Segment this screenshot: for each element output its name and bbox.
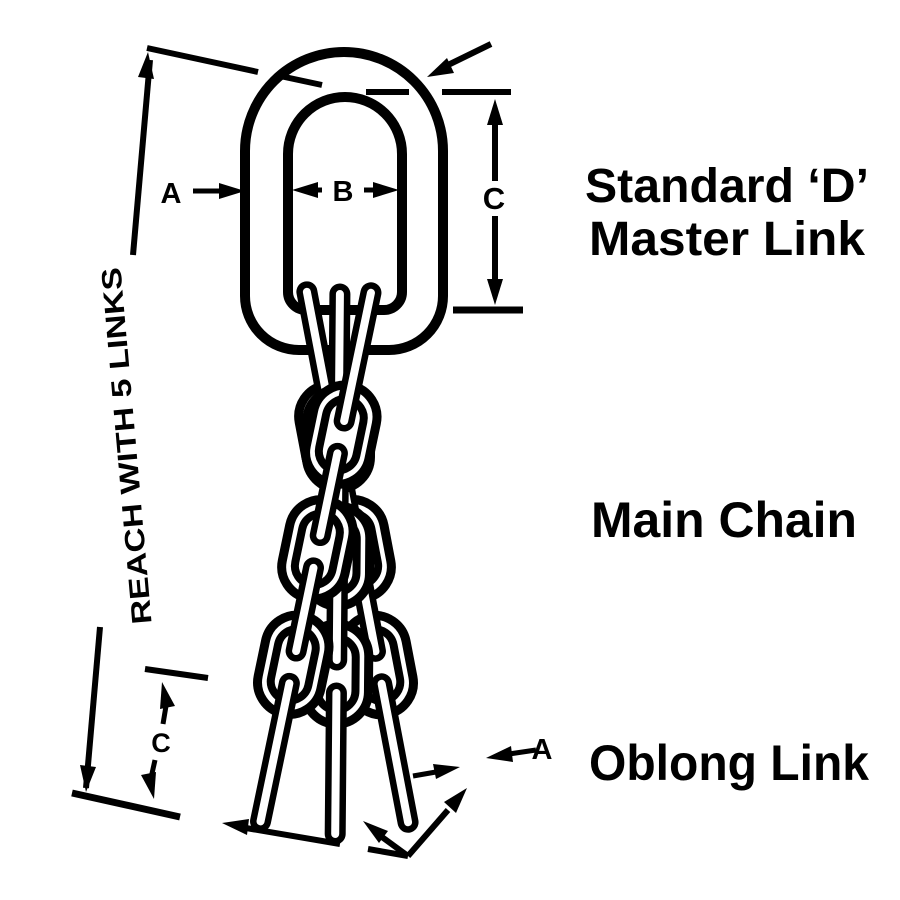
- oblong-link-callout: Oblong Link: [589, 735, 869, 791]
- reach-extension-line: [146, 45, 259, 75]
- arrowhead-icon: [433, 764, 460, 779]
- leg-end-pointer-line: [380, 834, 410, 859]
- reach-dimension-line: [83, 626, 103, 789]
- oblong-a-label: A: [532, 734, 553, 766]
- master-a-label: A: [161, 178, 182, 210]
- arrowhead-icon: [373, 182, 399, 198]
- oblong-c-line: [160, 705, 169, 725]
- arrowhead-icon: [80, 765, 96, 792]
- master-link-callout-line1: Standard ‘D’: [585, 160, 869, 213]
- reach-label: REACH WITH 5 LINKS: [95, 266, 157, 625]
- arrowhead-icon: [487, 279, 503, 305]
- arrowhead-icon: [160, 682, 175, 709]
- master-link-callout-line2: Master Link: [589, 213, 865, 266]
- reach-extension-line: [279, 73, 323, 88]
- oblong-a-line: [412, 769, 437, 779]
- master-link-leader-line: [446, 41, 493, 68]
- leg-end-pointer-line: [405, 808, 451, 858]
- master-b-label: B: [333, 176, 354, 208]
- master-c-label: C: [483, 181, 505, 216]
- arrowhead-icon: [427, 58, 454, 77]
- oblong-c-tick: [144, 666, 209, 681]
- arrowhead-icon: [292, 182, 318, 198]
- arrowhead-icon: [222, 819, 249, 835]
- reach-baseline: [71, 789, 181, 821]
- leg-end-pointer-line: [245, 825, 341, 847]
- main-chain-drawing: [229, 286, 439, 834]
- main-chain-callout: Main Chain: [591, 492, 857, 548]
- oblong-c-label: C: [151, 728, 171, 758]
- arrowhead-icon: [363, 821, 388, 843]
- arrowhead-icon: [219, 183, 245, 199]
- callout-labels: Standard ‘D’ Master Link Main Chain Oblo…: [585, 160, 869, 791]
- arrowhead-icon: [444, 788, 467, 813]
- oblong-a-line: [508, 747, 537, 757]
- arrowhead-icon: [141, 772, 156, 799]
- reach-dimension-line: [130, 59, 153, 256]
- arrowhead-icon: [487, 99, 503, 125]
- arrowhead-icon: [486, 746, 513, 762]
